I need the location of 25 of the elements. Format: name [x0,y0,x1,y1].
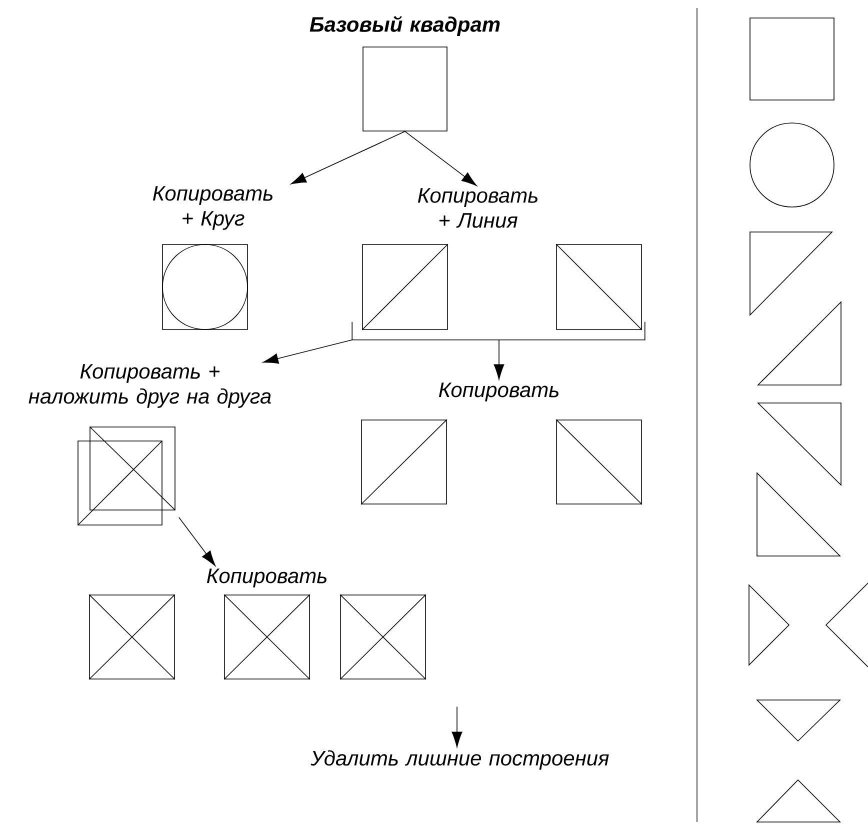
square-with-cross [88,594,176,680]
square-with-diagonal [556,419,642,505]
arrow [404,131,477,186]
square [750,18,834,100]
instruction-text: Копировать + Круг [152,186,272,230]
square-with-cross [340,594,426,680]
instruction-text: Копировать + Линия [418,188,538,228]
bracket [352,322,646,340]
square-with-diagonal [360,419,448,505]
arrow [178,517,216,566]
overlapping-squares-drawing [78,426,176,526]
arrow [290,131,406,184]
square-with-diagonal [362,244,448,330]
instruction-text: Удалить лишние построения [310,750,609,770]
instruction-text: Копировать + наложить друг на друга [28,364,271,408]
square-with-diagonal [556,244,642,330]
square-with-circle [162,244,248,330]
arrow [494,340,504,380]
heading: Базовый квадрат [310,16,500,36]
instruction-text: Копировать [438,382,558,402]
arrow [452,706,462,748]
instruction-text: Копировать [206,568,326,588]
arrow [262,340,352,364]
circle [750,122,834,208]
square-with-cross [224,594,310,680]
